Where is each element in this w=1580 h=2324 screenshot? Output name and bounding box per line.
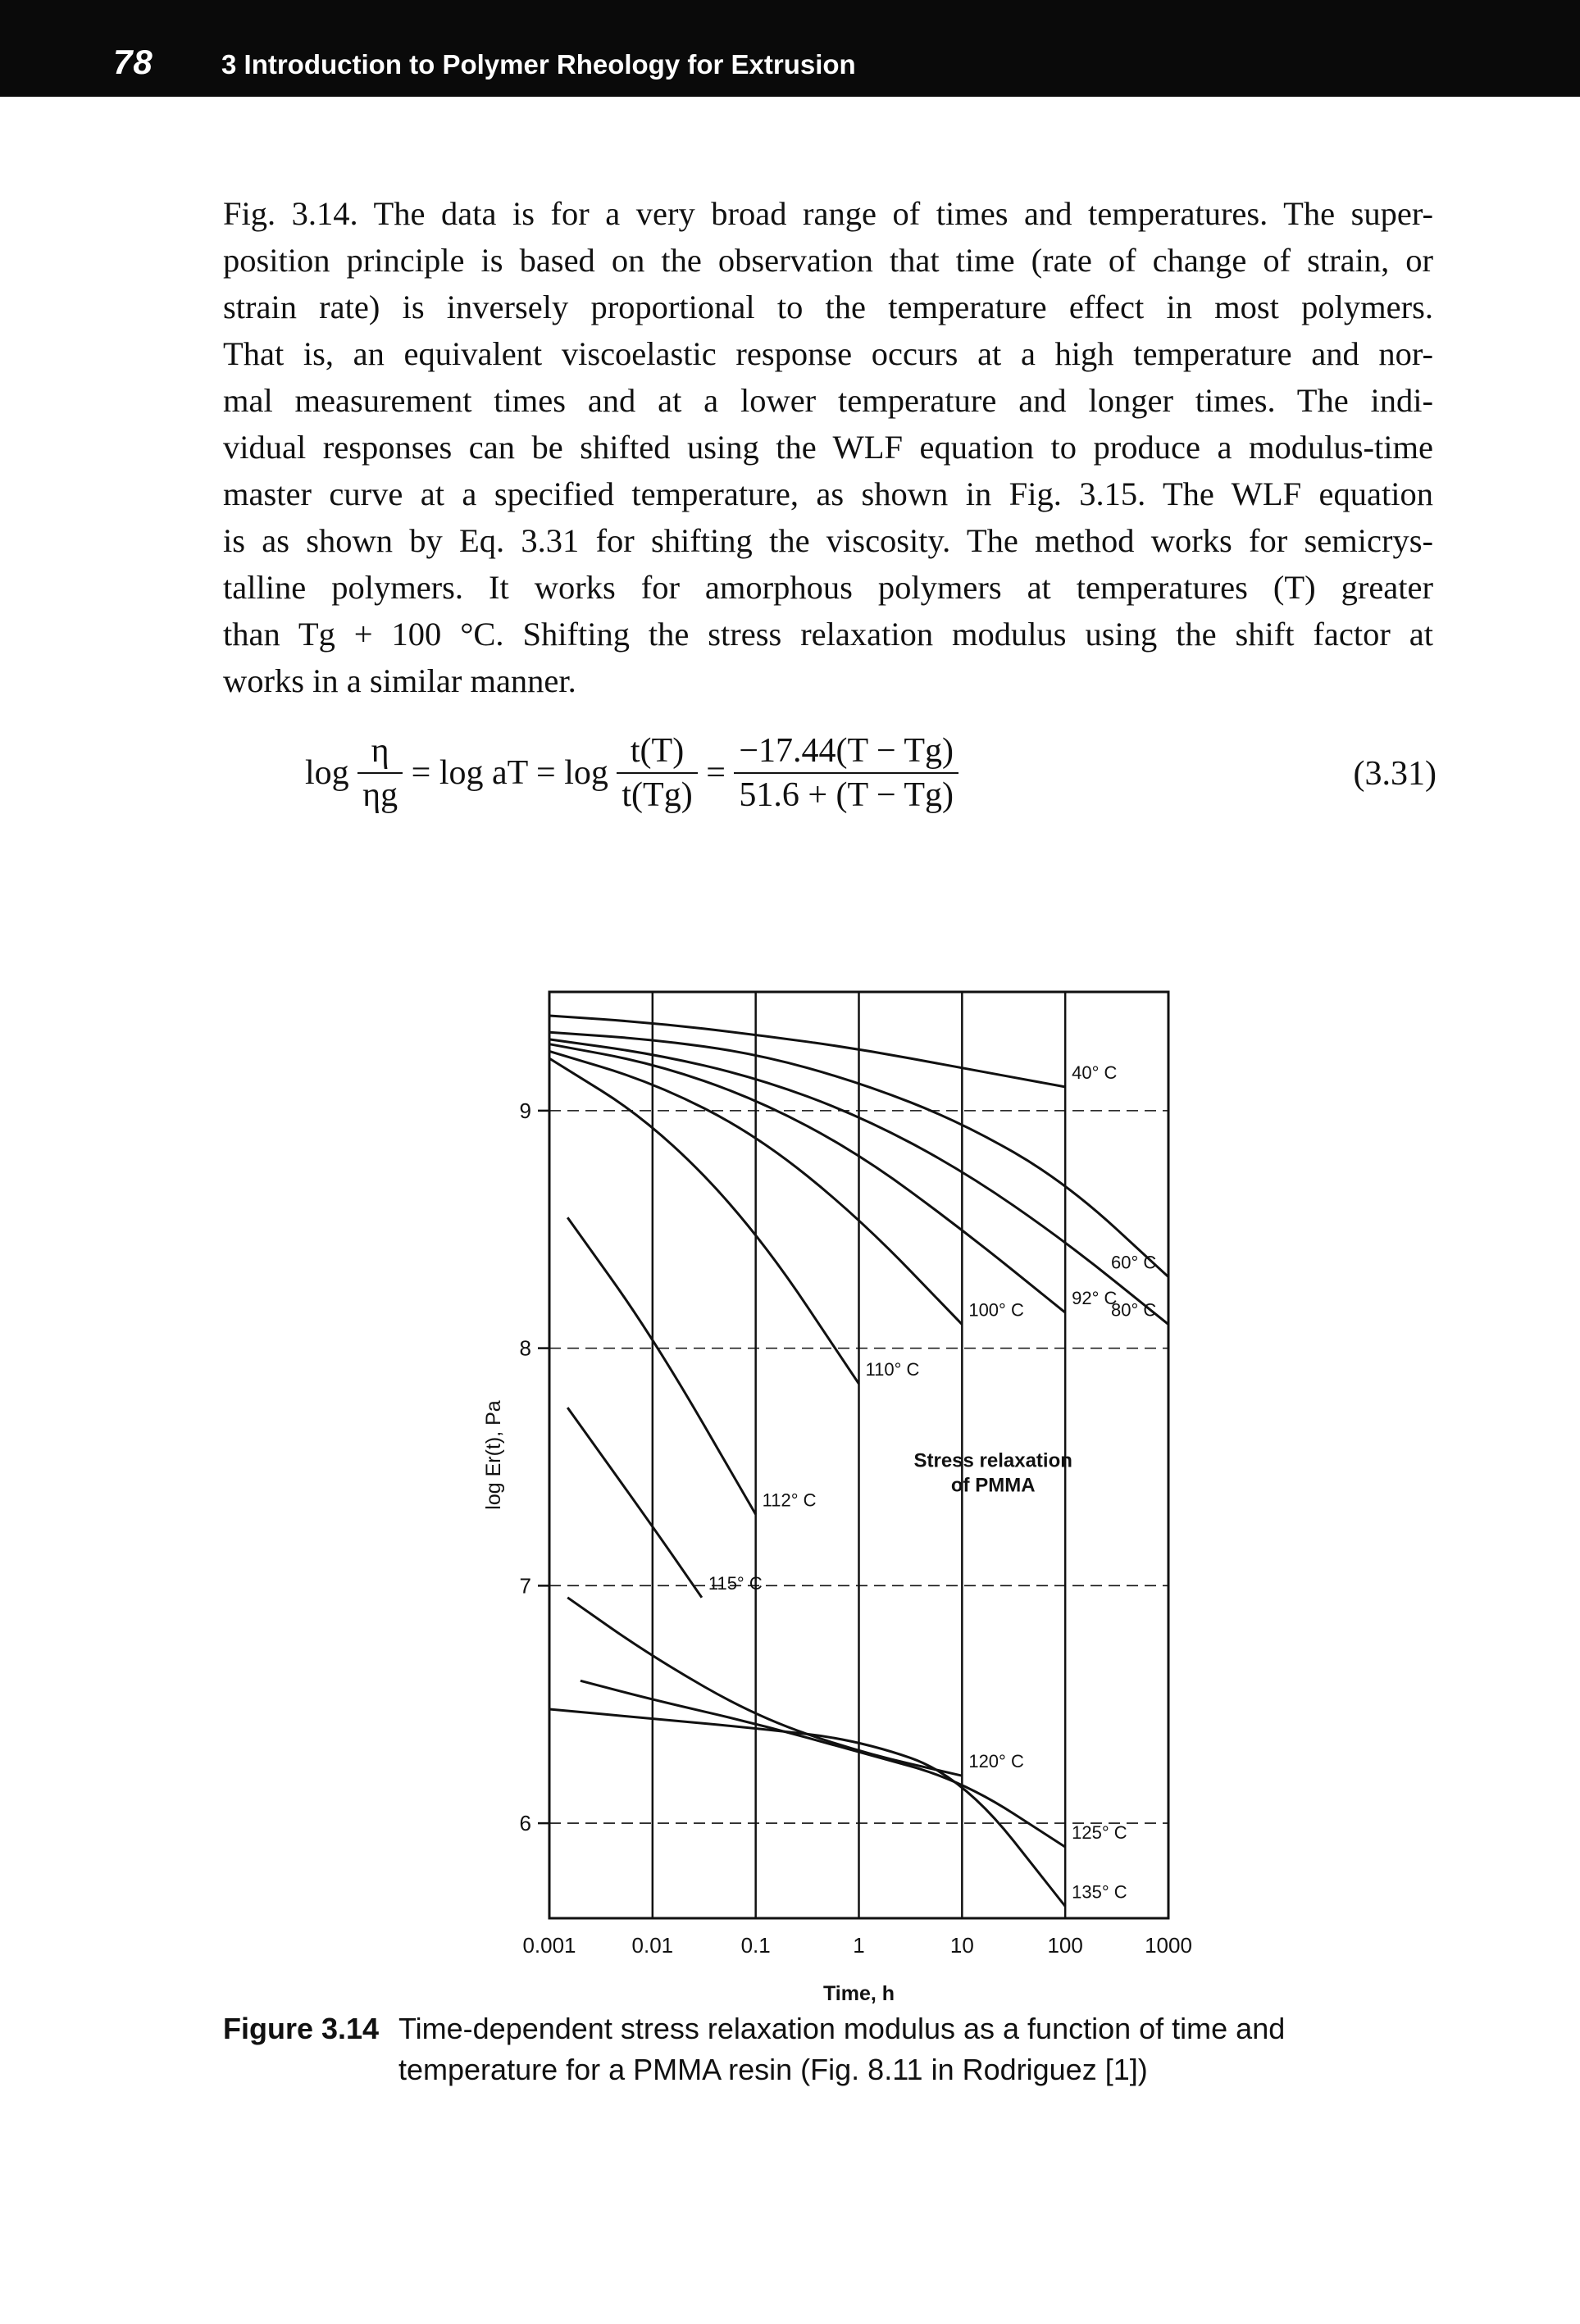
- time-denominator: t(Tg): [622, 776, 693, 814]
- series-curve: [549, 1708, 1067, 1908]
- body-line: vidual responses can be shifted using th…: [223, 429, 1433, 466]
- wlf-fraction: −17.44(T − Tg) 51.6 + (T − Tg): [734, 730, 959, 816]
- eq-equals: =: [706, 754, 726, 792]
- series-label: 100° C: [968, 1300, 1024, 1321]
- body-line: strain rate) is inversely proportional t…: [223, 289, 1433, 325]
- series-label: 115° C: [708, 1573, 763, 1594]
- equation-number: (3.31): [1353, 755, 1437, 793]
- x-tick-label: 0.001: [522, 1933, 576, 1958]
- series-label: 60° C: [1111, 1253, 1156, 1273]
- page-number: 78: [113, 43, 153, 81]
- series-curve: [549, 1049, 963, 1326]
- y-axis-label: log Er(t), Pa: [482, 1400, 505, 1509]
- chart-annotation: of PMMA: [951, 1474, 1036, 1496]
- series-label: 40° C: [1072, 1062, 1117, 1083]
- series-curve: [549, 1030, 1170, 1278]
- series-label: 110° C: [866, 1359, 920, 1380]
- series-label: 120° C: [968, 1751, 1024, 1771]
- eq-shift-factor: = log aT = log: [411, 754, 608, 792]
- body-line: mal measurement times and at a lower tem…: [223, 382, 1433, 419]
- series-curve: [567, 1596, 963, 1777]
- x-tick-label: 1000: [1145, 1933, 1192, 1958]
- body-line: position principle is based on the obser…: [223, 242, 1433, 279]
- body-line: master curve at a specified temperature,…: [223, 475, 1433, 512]
- series-label: 125° C: [1072, 1822, 1127, 1843]
- series-label: 112° C: [763, 1489, 817, 1510]
- caption-label: Figure 3.14: [223, 2012, 380, 2045]
- series-label: 92° C: [1072, 1288, 1117, 1308]
- y-tick-label: 8: [520, 1336, 531, 1361]
- eta-denominator: ηg: [362, 776, 398, 814]
- body-line: That is, an equivalent viscoelastic resp…: [223, 335, 1433, 372]
- eta-fraction: η ηg: [357, 730, 403, 816]
- y-tick-label: 7: [520, 1573, 531, 1598]
- body-line: talline polymers. It works for amorphous…: [223, 569, 1433, 606]
- body-line: is as shown by Eq. 3.31 for shifting the…: [223, 522, 1433, 559]
- wlf-equation: log η ηg = log aT = log t(T) t(Tg) = −17…: [305, 730, 1437, 853]
- x-axis-label: Time, h: [823, 1982, 895, 2005]
- eta-numerator: η: [357, 730, 403, 774]
- series-curve: [549, 1014, 1066, 1089]
- time-fraction: t(T) t(Tg): [617, 730, 698, 816]
- chart-annotation: Stress relaxation: [913, 1449, 1072, 1471]
- x-tick-label: 0.1: [741, 1933, 771, 1958]
- wlf-denominator: 51.6 + (T − Tg): [739, 776, 954, 814]
- x-tick-label: 100: [1047, 1933, 1082, 1958]
- body-line: Fig. 3.14. The data is for a very broad …: [223, 195, 1433, 232]
- y-tick-label: 6: [520, 1811, 531, 1835]
- chapter-title: 3 Introduction to Polymer Rheology for E…: [221, 49, 856, 80]
- body-line: works in a similar manner.: [223, 662, 576, 699]
- series-curve: [566, 1217, 757, 1516]
- series-curve: [566, 1407, 703, 1599]
- wlf-numerator: −17.44(T − Tg): [734, 730, 959, 774]
- series-label: 135° C: [1072, 1882, 1127, 1903]
- y-tick-label: 9: [520, 1098, 531, 1123]
- series-curve: [549, 1057, 860, 1385]
- x-tick-label: 10: [950, 1933, 974, 1958]
- series-curve: [549, 1043, 1067, 1314]
- time-numerator: t(T): [617, 730, 698, 774]
- body-paragraph: Fig. 3.14. The data is for a very broad …: [223, 190, 1433, 704]
- running-header: 78 3 Introduction to Polymer Rheology fo…: [0, 0, 1580, 97]
- x-tick-label: 1: [853, 1933, 864, 1958]
- x-tick-label: 0.01: [632, 1933, 674, 1958]
- figure-caption: Figure 3.14 Time-dependent stress relaxa…: [223, 2008, 1437, 2086]
- eq-log: log: [305, 754, 349, 792]
- body-line: than Tg + 100 °C. Shifting the stress re…: [223, 616, 1433, 653]
- series-curve: [549, 1038, 1169, 1326]
- caption-text: Time-dependent stress relaxation modulus…: [398, 2012, 1286, 2086]
- series-label: 80° C: [1111, 1300, 1156, 1321]
